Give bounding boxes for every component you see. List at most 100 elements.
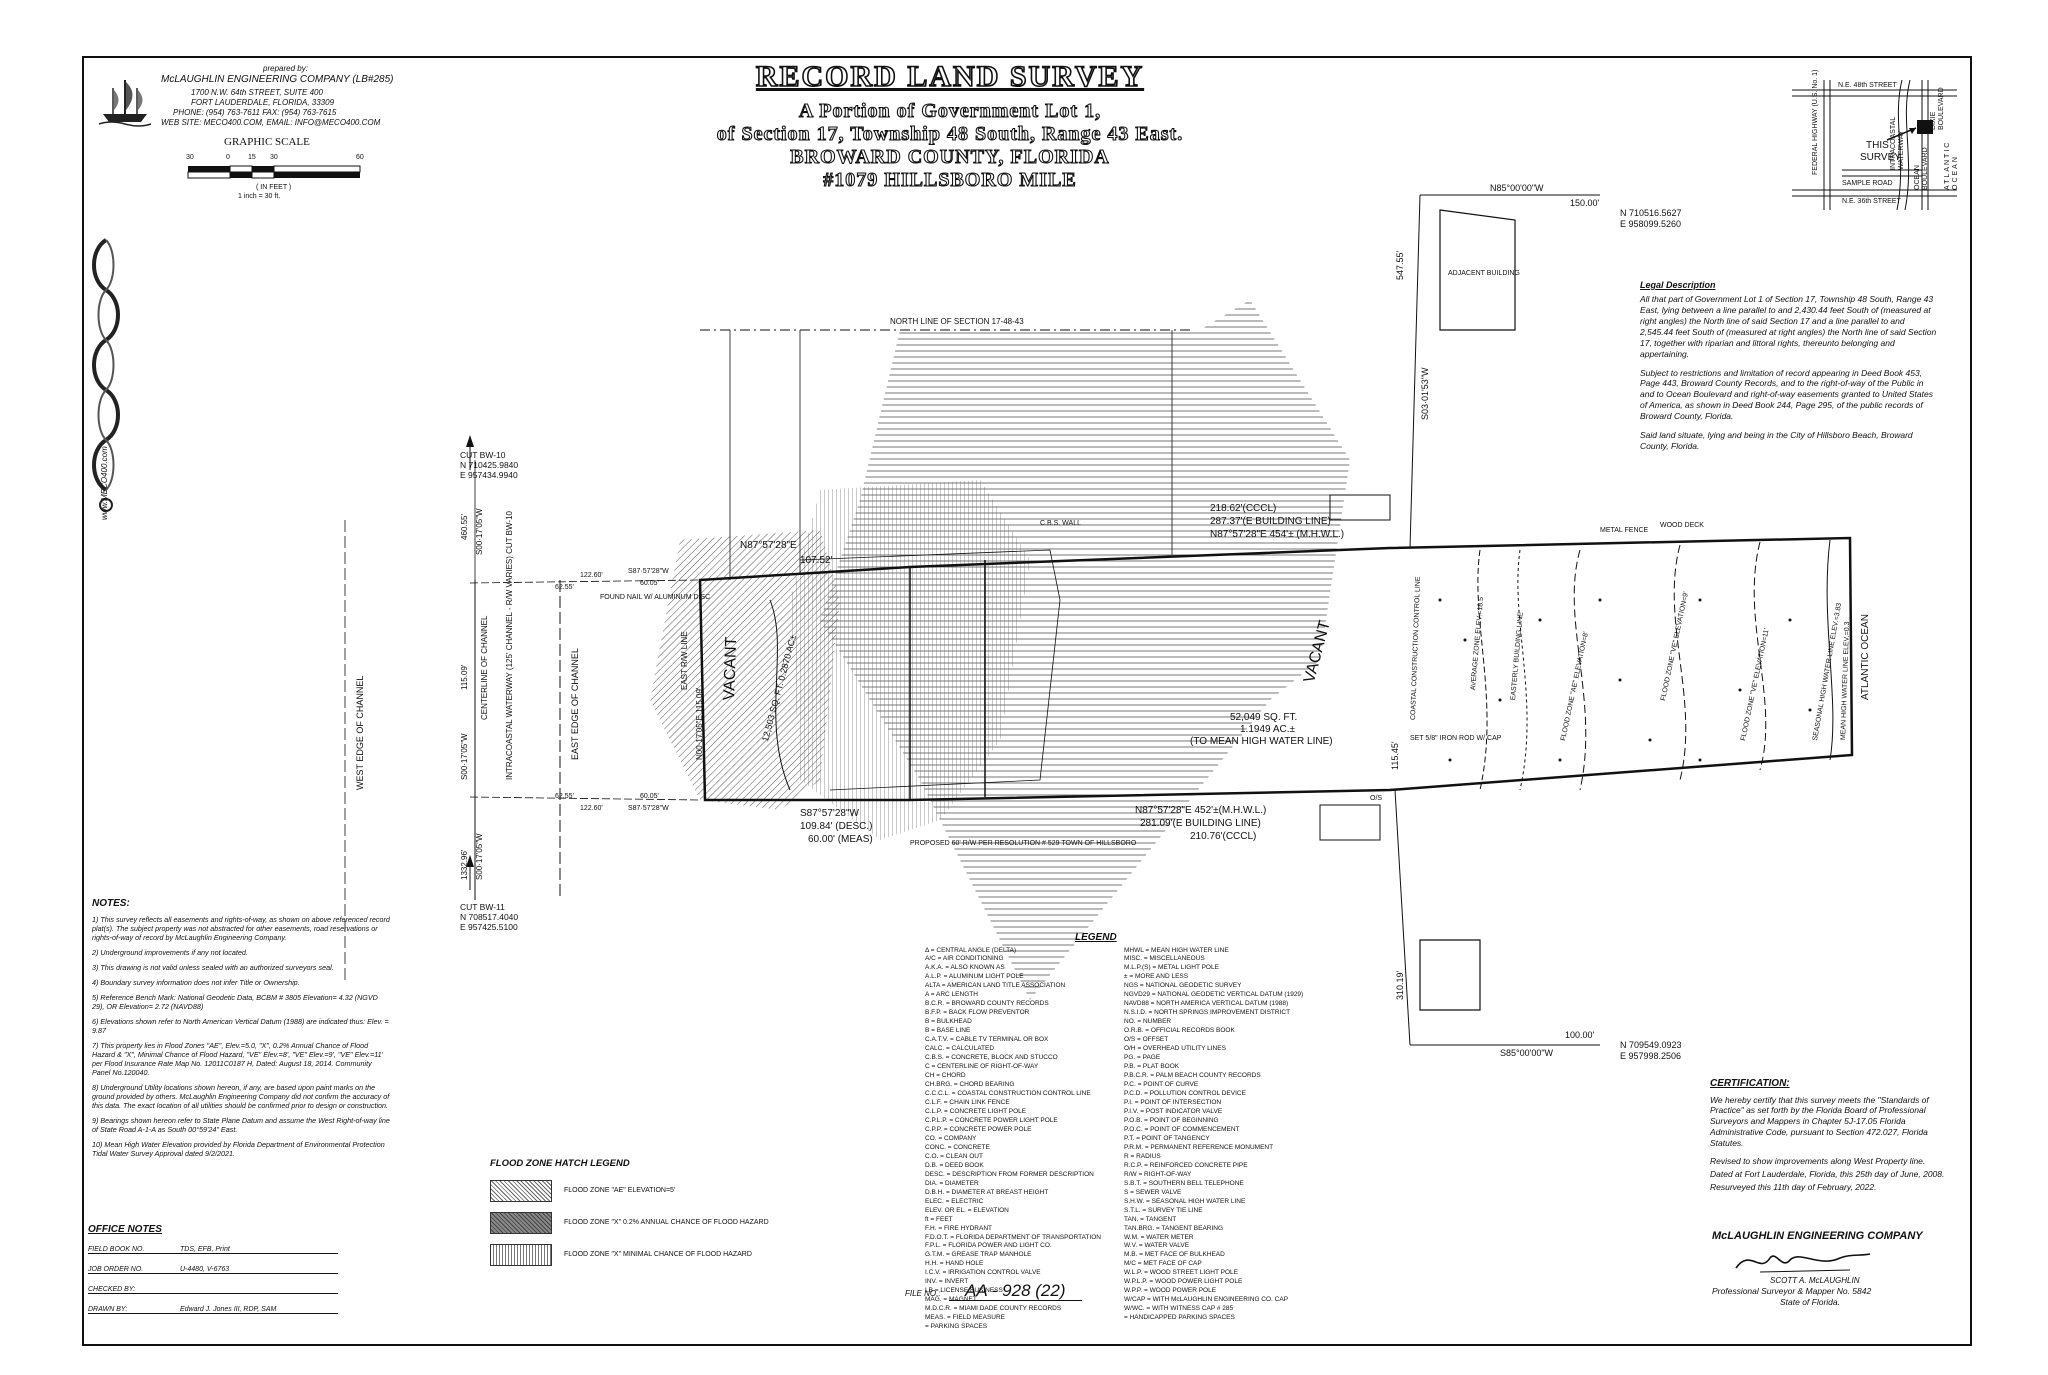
legend-item: MAG. = MAGNET — [925, 1296, 977, 1304]
flood-legend-row: FLOOD ZONE "X" MINIMAL CHANCE OF FLOOD H… — [490, 1243, 790, 1266]
legend-item: NGS = NATIONAL GEODETIC SURVEY — [1124, 982, 1242, 990]
legend-item: O/H = OVERHEAD UTILITY LINES — [1124, 1045, 1226, 1053]
south-west-bearing: S87°57'28"W — [800, 808, 859, 819]
north-mhwl: N87°57'28"E 454'± (M.H.W.L.) — [1210, 529, 1345, 540]
legend-item: F.D.O.T. = FLORIDA DEPARTMENT OF TRANSPO… — [925, 1233, 1101, 1241]
north-arrow-icon — [466, 855, 474, 890]
scale-tick: 15 — [248, 153, 256, 161]
east-dist-bottom: 310.19' — [1395, 970, 1405, 1000]
notes-title: NOTES: — [92, 898, 130, 909]
east-edge-channel-label: EAST EDGE OF CHANNEL — [570, 648, 580, 760]
side-bearing-bot: S00·17'05"W — [475, 833, 484, 880]
legend-list: Δ = CENTRAL ANGLE (DELTA)A/C = AIR CONDI… — [925, 947, 1305, 1333]
dist-60-05-south: 60.05' — [640, 793, 659, 800]
found-nail-label: FOUND NAIL W/ ALUMINUM DISC — [600, 594, 711, 601]
note-item: 10) Mean High Water Elevation provided b… — [92, 1139, 385, 1158]
north-building-line: 287.37'(E BUILDING LINE) — [1210, 516, 1331, 527]
legend-item: ± = MORE AND LESS — [1124, 973, 1189, 981]
legend-item: NO. = NUMBER — [1124, 1018, 1172, 1026]
east-tie-line — [1409, 194, 1421, 549]
se-coord-n: N 709549.0923 — [1620, 1040, 1682, 1050]
legend-item: I.C.V. = IRRIGATION CONTROL VALVE — [925, 1269, 1041, 1277]
legend-item: P.I.V. = POST INDICATOR VALVE — [1124, 1107, 1223, 1115]
north-tie-channel — [469, 579, 701, 584]
east-bearing-top: S03·01'53"W — [1420, 367, 1430, 420]
legend-item: C.A.T.V. = CABLE TV TERMINAL OR BOX — [925, 1036, 1049, 1044]
office-row: FIELD BOOK NO.TDS, EFB, Print — [88, 1239, 338, 1254]
legend-item: C.B.S. = CONCRETE, BLOCK AND STUCCO — [925, 1054, 1058, 1062]
side-dist-top: 460.55' — [460, 514, 469, 540]
adjacent-building-north — [1439, 209, 1516, 331]
scale-ratio: 1 inch = 30 ft. — [238, 192, 281, 200]
legend-item: P.B. = PLAT BOOK — [1124, 1063, 1180, 1071]
hatch-swatch — [490, 1179, 552, 1202]
side-dist-mid: 115.09' — [460, 664, 469, 690]
cbs-wall-outline — [799, 549, 1061, 791]
office-row: DRAWN BY:Edward J. Jones III, RDP, SAM — [88, 1299, 338, 1314]
phone-line: PHONE: (954) 763-7611 FAX: (954) 763-761… — [173, 108, 337, 117]
legend-item: C.L.P. = CONCRETE LIGHT POLE — [925, 1107, 1027, 1115]
map-sample-road: SAMPLE ROAD — [1842, 180, 1893, 187]
parcel-boundary — [698, 536, 1854, 802]
certification-paragraph: Dated at Fort Lauderdale, Florida, this … — [1710, 1168, 1945, 1179]
legend-item: A.L.P. = ALUMINUM LIGHT POLE — [925, 973, 1024, 981]
address-line-1: 1700 N.W. 64th STREET, SUITE 400 — [191, 88, 323, 97]
ae-flood-line — [1573, 549, 1587, 791]
map-street-top: N.E. 48th STREET — [1838, 82, 1897, 89]
legend-item: S.H.W. = SEASONAL HIGH WATER LINE — [1124, 1197, 1246, 1205]
legend-item: CALC. = CALCULATED — [925, 1045, 995, 1053]
top-bearing: N85°00'00"W — [1490, 183, 1544, 193]
note-item: 4) Boundary survey information does not … — [92, 977, 300, 987]
legend-item: DESC. = DESCRIPTION FROM FORMER DESCRIPT… — [925, 1170, 1094, 1178]
certification-title: CERTIFICATION: — [1710, 1078, 1790, 1089]
east-dist-top: 547.55' — [1395, 250, 1405, 280]
office-row: JOB ORDER NO.U-4480, V-6763 — [88, 1259, 338, 1274]
legend-item: D.B.H. = DIAMETER AT BREAST HEIGHT — [925, 1188, 1049, 1196]
legend-item: W.P.L.P. = WOOD POWER LIGHT POLE — [1124, 1278, 1243, 1286]
legend-item: B = BASE LINE — [925, 1027, 971, 1035]
adjacent-building-sw — [1319, 804, 1381, 841]
certification-paragraph: We hereby certify that this survey meets… — [1710, 1094, 1929, 1149]
note-item: 3) This drawing is not valid unless seal… — [92, 962, 334, 972]
legend-item: F.H. = FIRE HYDRANT — [925, 1224, 992, 1232]
note-item: 6) Elevations shown refer to North Ameri… — [92, 1016, 389, 1035]
cbs-wall-label: C.B.S. WALL — [1040, 520, 1081, 527]
ve-flood-line — [1673, 544, 1687, 781]
note-item: 7) This property lies in Flood Zones "AE… — [92, 1040, 384, 1077]
legend-item: TAN.BRG. = TANGENT BEARING — [1124, 1224, 1224, 1232]
metal-fence-label: METAL FENCE — [1600, 527, 1649, 534]
south-ccl: 210.76'(CCCL) — [1190, 831, 1257, 842]
title-line-1: A Portion of Government Lot 1, — [798, 99, 1102, 122]
ship-logo-icon — [95, 74, 155, 130]
prepared-by-label: prepared by: — [263, 64, 308, 73]
legend-item: P.I. = POINT OF INTERSECTION — [1124, 1098, 1222, 1106]
office-row: CHECKED BY: — [88, 1279, 338, 1294]
legend-item: TAN. = TANGENT — [1124, 1215, 1177, 1223]
legend-item: A = ARC LENGTH — [925, 991, 978, 999]
legend-item: N.S.I.D. = NORTH SPRINGS IMPROVEMENT DIS… — [1124, 1009, 1291, 1017]
legend-item: ft = FEET — [925, 1215, 953, 1223]
north-arrow-icon — [466, 435, 474, 470]
hatch-swatch — [490, 1243, 552, 1266]
north-west-dist: 107.52' — [800, 555, 833, 566]
bearing-587-south: S87·57'28"W — [628, 805, 669, 812]
legend-item: A/C = AIR CONDITIONING — [925, 955, 1004, 963]
certification-block: CERTIFICATION: We hereby certify that th… — [1710, 1078, 1960, 1200]
scale-bar — [187, 165, 361, 179]
legend-item: S = SEWER VALVE — [1124, 1188, 1182, 1196]
legend-item: = PARKING SPACES — [925, 1323, 988, 1331]
cut-bw10: CUT BW-10 — [460, 450, 506, 460]
legend-item: B = BULKHEAD — [925, 1018, 972, 1026]
scale-tick: 30 — [186, 153, 194, 161]
legend-item: B.F.P. = BACK FLOW PREVENTOR — [925, 1009, 1030, 1017]
scale-tick: 0 — [226, 153, 230, 161]
legend-item: INV. = INVERT — [925, 1278, 969, 1286]
ocean-label: ATLANTIC OCEAN — [1860, 614, 1871, 700]
company-name: McLAUGHLIN ENGINEERING COMPANY (LB#285) — [161, 74, 394, 85]
dist-122-60-north: 122.60' — [580, 572, 603, 579]
legend-item: P.C.D. = POLLUTION CONTROL DEVICE — [1124, 1090, 1246, 1097]
legend-item: W.L.P. = WOOD STREET LIGHT POLE — [1124, 1269, 1238, 1277]
legal-description: Legal Description All that part of Gover… — [1640, 280, 1940, 460]
certification-paragraph: Revised to show improvements along West … — [1710, 1155, 1926, 1166]
